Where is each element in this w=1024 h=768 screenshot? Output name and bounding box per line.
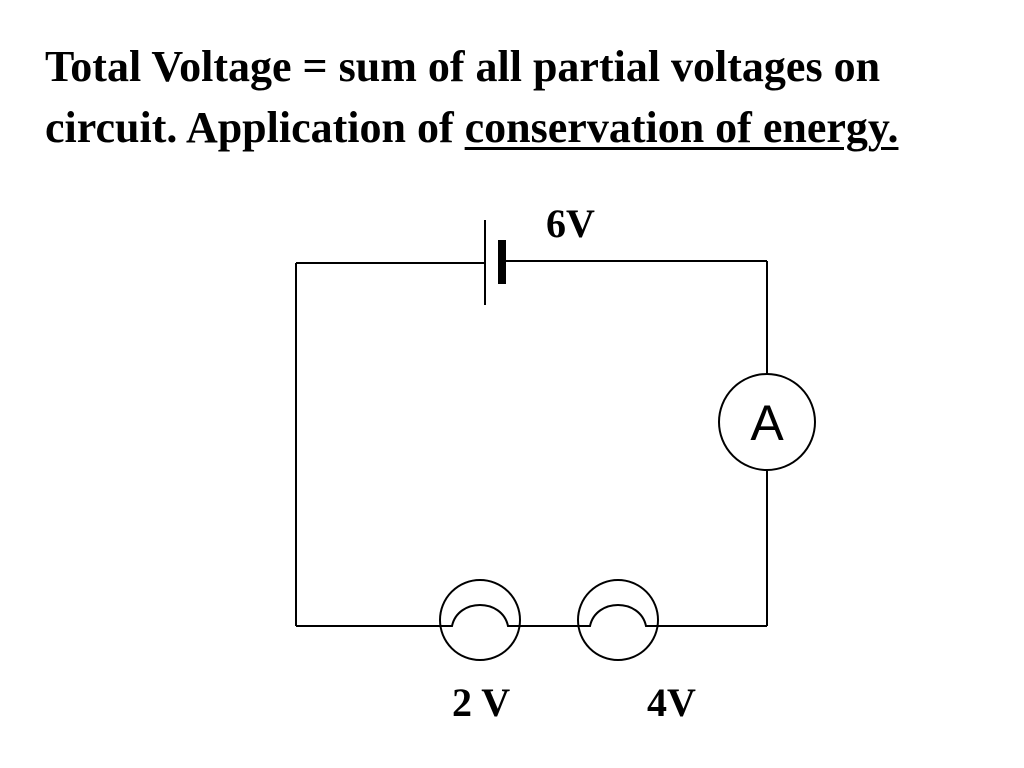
battery-symbol [484, 220, 506, 305]
bulb-2-circle [577, 579, 659, 661]
heading-text: Total Voltage = sum of all partial volta… [45, 42, 881, 152]
battery-short-plate [498, 240, 506, 284]
slide-heading: Total Voltage = sum of all partial volta… [45, 36, 1005, 158]
bulb-1-filament [440, 604, 520, 627]
battery-voltage-label: 6V [546, 201, 595, 246]
bulb-2-voltage-label: 4V [647, 680, 696, 725]
bulb-1-circle [439, 579, 521, 661]
heading-underlined-text: conservation of energy. [464, 103, 899, 152]
bulb-1-voltage-label: 2 V [452, 680, 511, 725]
ammeter-symbol: A [750, 395, 784, 451]
ammeter-circle [718, 373, 816, 471]
bulb-2-filament [578, 604, 659, 627]
